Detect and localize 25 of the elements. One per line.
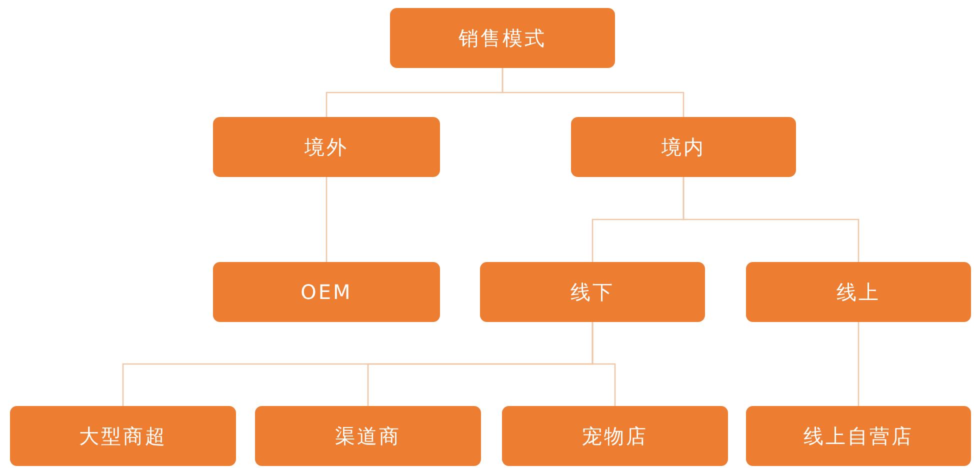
- category-box: [213, 262, 440, 322]
- category-label: 境内: [662, 134, 706, 160]
- category-label: 境外: [304, 134, 348, 160]
- connector-line: [858, 322, 860, 406]
- category-box: [390, 8, 615, 68]
- category-label: 线下: [570, 279, 614, 305]
- category-box: [10, 406, 236, 466]
- connector-line: [592, 322, 616, 406]
- category-label: 渠道商: [335, 423, 401, 449]
- category-label: 线上自营店: [804, 423, 914, 449]
- connector-line: [502, 68, 684, 117]
- category-box: [746, 262, 971, 322]
- category-box: [571, 117, 796, 177]
- category-box: [502, 406, 728, 466]
- category-label: 宠物店: [582, 423, 648, 449]
- category-label: OEM: [300, 279, 352, 305]
- category-label: 线上: [836, 279, 880, 305]
- category-label: 大型商超: [79, 423, 167, 449]
- category-box: [480, 262, 705, 322]
- category-box: [255, 406, 481, 466]
- connector-line: [682, 177, 860, 262]
- connector-line: [326, 177, 328, 262]
- category-label: 销售模式: [458, 25, 546, 51]
- category-box: [746, 406, 971, 466]
- category-box: [213, 117, 440, 177]
